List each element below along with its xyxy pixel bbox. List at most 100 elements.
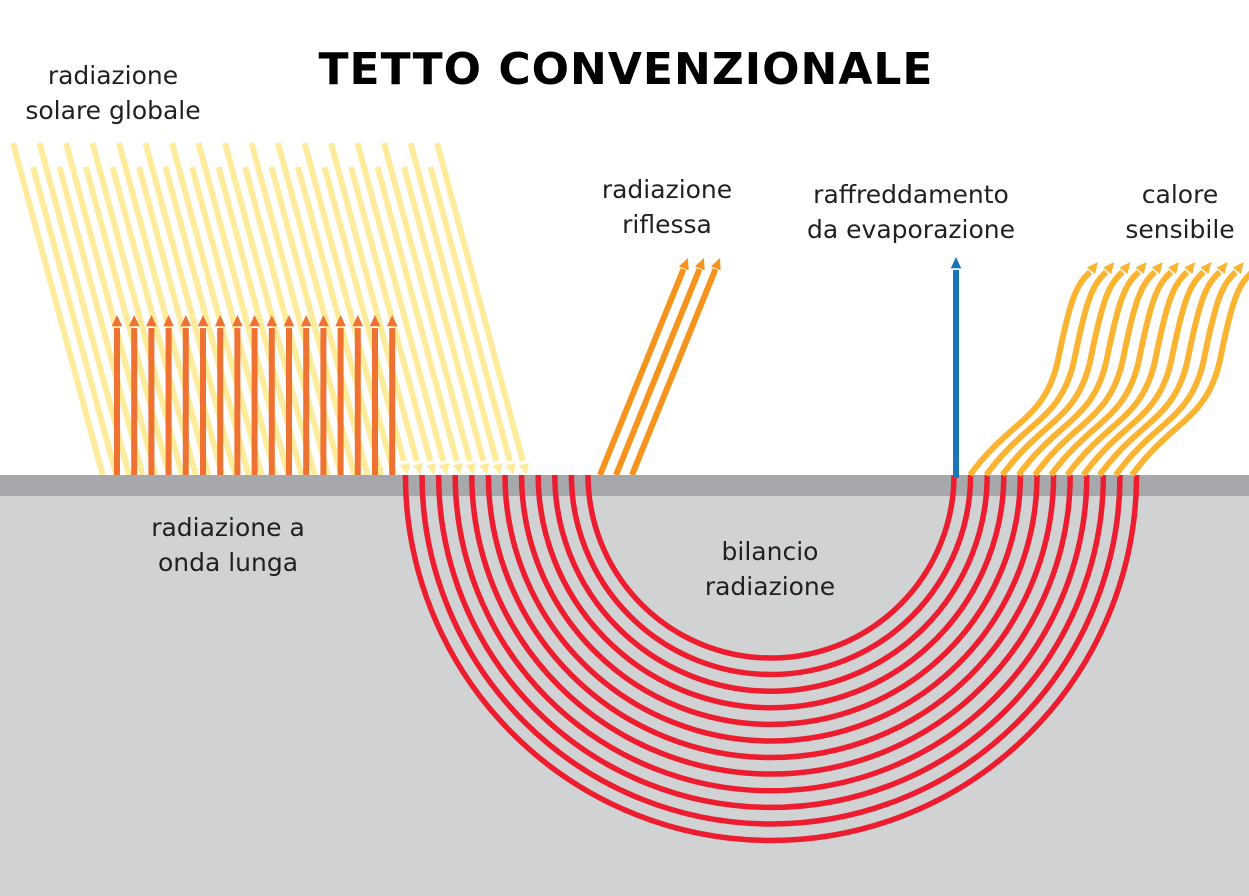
longwave-arrowhead-icon	[163, 315, 174, 327]
solar-rays	[10, 142, 529, 476]
balance-arc	[452, 474, 1090, 794]
balance-arc	[402, 474, 1140, 844]
solar-ray-arrowhead-icon	[426, 462, 437, 475]
solar-ray-arrowhead-icon	[479, 462, 490, 475]
longwave-arrowhead-icon	[197, 315, 209, 327]
solar-ray-arrowhead-icon	[465, 462, 476, 475]
sensible-heat-arrow	[1113, 269, 1238, 477]
reflected-arrow	[597, 267, 687, 477]
balance-arc	[469, 474, 1073, 777]
longwave-arrowhead-icon	[214, 315, 226, 327]
sensible-heat-arrowhead-icon	[1167, 262, 1179, 275]
balance-arc	[585, 474, 957, 661]
solar-ray	[116, 142, 212, 476]
sensible-heat-arrow	[983, 269, 1109, 477]
evaporation-arrowhead-icon	[950, 257, 962, 269]
sensible-heat-arrowhead-icon	[1200, 262, 1212, 275]
balance-arc	[502, 474, 1040, 744]
sensible-heat-arrow	[1016, 269, 1141, 477]
label-evaporation: raffreddamento da evaporazione	[807, 180, 1015, 244]
longwave-arrowhead-icon	[232, 315, 243, 327]
solar-ray-arrowhead-icon	[452, 462, 463, 475]
diagram-title: TETTO CONVENZIONALE	[318, 44, 934, 95]
longwave-arrowhead-icon	[369, 315, 381, 327]
longwave-arrowhead-icon	[352, 315, 364, 327]
solar-ray	[374, 166, 460, 462]
roof-surface	[0, 475, 1249, 496]
sensible-heat-arrow	[1064, 269, 1190, 477]
longwave-arrowhead-icon	[386, 315, 398, 327]
label-sensible-heat: calore sensibile	[1125, 180, 1235, 244]
evaporation-arrow	[950, 257, 962, 478]
sensible-heat-arrowhead-icon	[1103, 262, 1115, 275]
solar-ray-arrowhead-icon	[518, 462, 529, 475]
solar-ray	[381, 142, 473, 462]
sensible-heat-arrow	[1097, 269, 1222, 477]
label-global-solar: radiazione solare globale	[25, 61, 201, 125]
solar-ray-arrowhead-icon	[412, 462, 423, 475]
solar-ray	[354, 142, 447, 462]
sensible-heat-arrowhead-icon	[1184, 262, 1196, 275]
balance-arc	[535, 474, 1007, 711]
solar-ray-arrowhead-icon	[399, 462, 410, 475]
sensible-heat-arrow	[967, 269, 1093, 477]
sensible-heat-arrow	[1048, 269, 1174, 477]
solar-ray	[56, 166, 146, 476]
solar-ray	[222, 142, 318, 476]
solar-ray	[63, 142, 159, 476]
label-longwave: radiazione a onda lunga	[151, 513, 305, 577]
balance-arc	[435, 474, 1107, 811]
longwave-arrowhead-icon	[249, 315, 260, 327]
sensible-heat-arrows	[967, 262, 1249, 477]
solar-ray	[427, 166, 513, 462]
solar-ray	[83, 166, 173, 476]
balance-arc	[518, 474, 1024, 728]
solar-ray	[275, 142, 371, 476]
longwave-arrows	[111, 315, 398, 485]
sensible-heat-arrow	[999, 269, 1125, 477]
sensible-heat-arrow	[1080, 269, 1206, 477]
solar-ray	[10, 142, 106, 476]
sensible-heat-arrow	[1129, 270, 1249, 477]
solar-ray	[328, 142, 420, 462]
solar-ray	[301, 142, 398, 476]
longwave-arrowhead-icon	[318, 315, 329, 327]
solar-ray	[248, 142, 345, 476]
longwave-arrowhead-icon	[335, 315, 346, 327]
reflected-arrow	[613, 267, 703, 477]
balance-arc	[552, 474, 990, 694]
solar-ray	[30, 166, 120, 476]
solar-ray-arrowhead-icon	[492, 462, 503, 475]
longwave-arrowhead-icon	[180, 315, 192, 327]
balance-arc	[485, 474, 1057, 761]
sensible-heat-arrowhead-icon	[1086, 262, 1098, 275]
reflected-arrowhead-icon	[678, 258, 689, 271]
balance-arc	[419, 474, 1123, 827]
solar-ray	[348, 166, 434, 462]
solar-ray	[407, 142, 500, 462]
reflected-arrows	[597, 258, 721, 477]
longwave-arrowhead-icon	[283, 315, 295, 327]
solar-ray	[401, 166, 487, 462]
longwave-arrowhead-icon	[111, 315, 123, 327]
reflected-arrowhead-icon	[710, 258, 721, 271]
sensible-heat-arrowhead-icon	[1232, 262, 1244, 275]
label-reflected: radiazione riflessa	[601, 175, 733, 239]
solar-ray	[136, 166, 226, 476]
solar-ray-arrowhead-icon	[505, 462, 516, 475]
reflected-arrow	[629, 267, 719, 477]
longwave-arrowhead-icon	[146, 315, 157, 327]
longwave-arrowhead-icon	[300, 315, 312, 327]
reflected-arrowhead-icon	[694, 258, 705, 271]
solar-ray	[169, 142, 265, 476]
radiation-balance-arcs	[402, 474, 1140, 844]
balance-arc	[568, 474, 974, 678]
label-balance: bilancio radiazione	[704, 537, 836, 601]
sensible-heat-arrowhead-icon	[1151, 262, 1163, 275]
sensible-heat-arrow	[1032, 269, 1157, 477]
solar-ray	[189, 166, 279, 476]
longwave-arrowhead-icon	[266, 315, 278, 327]
sensible-heat-arrowhead-icon	[1135, 262, 1147, 275]
solar-ray-arrowhead-icon	[439, 462, 450, 475]
